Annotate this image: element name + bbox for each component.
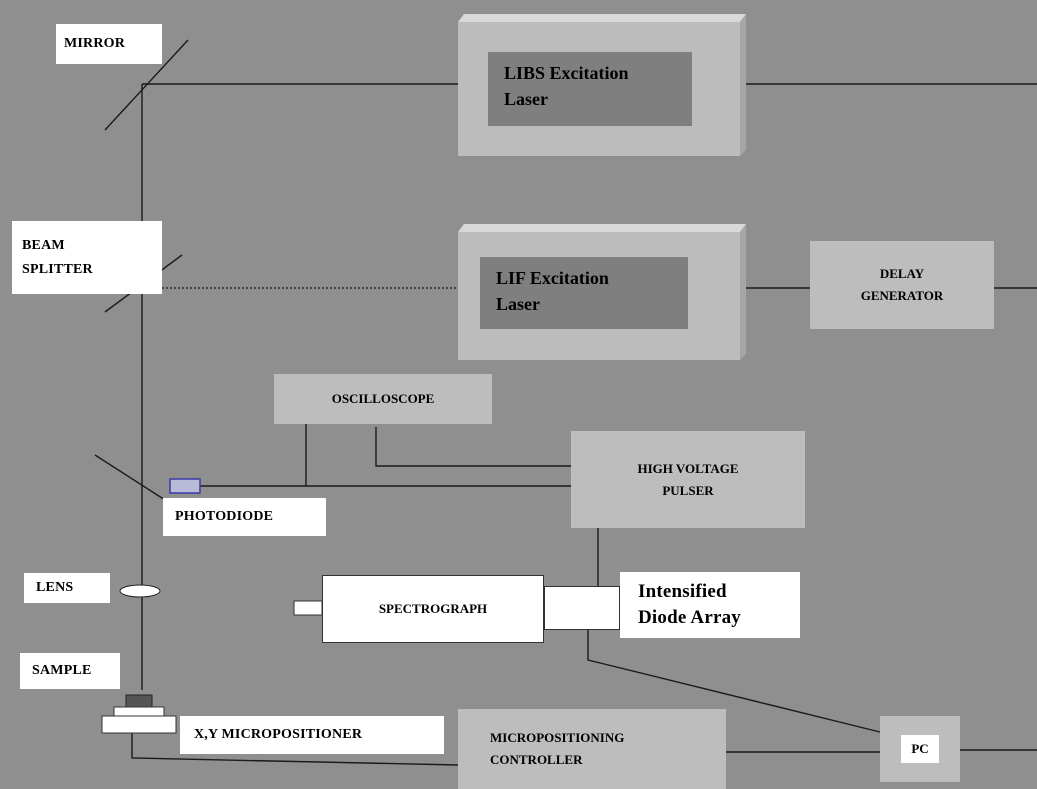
sample-label: SAMPLE: [20, 653, 120, 689]
lif-laser-label-2: Laser: [496, 294, 540, 314]
pc: PC: [880, 716, 960, 782]
lens-label-text: LENS: [36, 580, 74, 595]
libs-laser: LIBS Excitation Laser: [488, 52, 692, 126]
micropositioner-label-text: X,Y MICROPOSITIONER: [194, 727, 363, 742]
photodiode-label-text: PHOTODIODE: [175, 509, 274, 524]
libs-laser-label-2: Laser: [504, 89, 548, 109]
lif-laser: LIF Excitation Laser: [480, 257, 688, 329]
high-voltage-pulser: HIGH VOLTAGE PULSER: [571, 431, 805, 528]
controller-label-1: MICROPOSITIONING: [490, 730, 625, 745]
diode-array-label: Intensified Diode Array: [620, 572, 800, 638]
pulser-label-2: PULSER: [662, 482, 714, 498]
delay-generator-label-1: DELAY: [879, 266, 925, 281]
micropositioner-label: X,Y MICROPOSITIONER: [180, 716, 444, 754]
beam-splitter-label-1: BEAM: [22, 237, 65, 253]
spectrograph: SPECTROGRAPH: [322, 575, 544, 643]
libs-laser-label-1: LIBS Excitation: [504, 63, 629, 83]
pickoff-line: [94, 454, 166, 501]
oscilloscope: OSCILLOSCOPE: [274, 374, 492, 424]
mirror-element: [104, 39, 189, 131]
diode-array-label-1: Intensified: [638, 581, 727, 602]
oscilloscope-label: OSCILLOSCOPE: [331, 391, 435, 406]
delay-generator-label-2: GENERATOR: [860, 288, 944, 303]
controller-label-2: CONTROLLER: [490, 752, 583, 767]
micropositioning-controller: MICROPOSITIONING CONTROLLER: [458, 709, 726, 789]
beam-splitter-label-2: SPLITTER: [22, 261, 93, 277]
delay-generator: DELAY GENERATOR: [810, 241, 994, 329]
pulser-label-1: HIGH VOLTAGE: [637, 460, 739, 476]
sample-element: [125, 694, 153, 708]
photodiode-element: [169, 478, 201, 494]
spectrograph-slit: [293, 600, 323, 616]
array-pc-wire: [587, 628, 881, 733]
mirror-label: MIRROR: [56, 24, 162, 64]
pc-label: PC: [901, 735, 939, 763]
stage-controller-wire: [131, 733, 459, 766]
stage-bottom: [101, 715, 177, 734]
lif-laser-label-1: LIF Excitation: [496, 268, 609, 288]
photodiode-label: PHOTODIODE: [163, 498, 326, 536]
osc-pulser-wire: [375, 427, 571, 467]
lens-element: [119, 584, 161, 598]
diode-array-label-2: Diode Array: [638, 607, 741, 628]
beam-splitter-label: BEAM SPLITTER: [12, 221, 162, 294]
mirror-label-text: MIRROR: [64, 36, 126, 51]
lens-label: LENS: [24, 573, 110, 603]
stage-top: [113, 706, 165, 717]
spectrograph-label: SPECTROGRAPH: [378, 601, 488, 616]
diode-array-detector: [544, 586, 620, 630]
sample-label-text: SAMPLE: [32, 663, 92, 678]
